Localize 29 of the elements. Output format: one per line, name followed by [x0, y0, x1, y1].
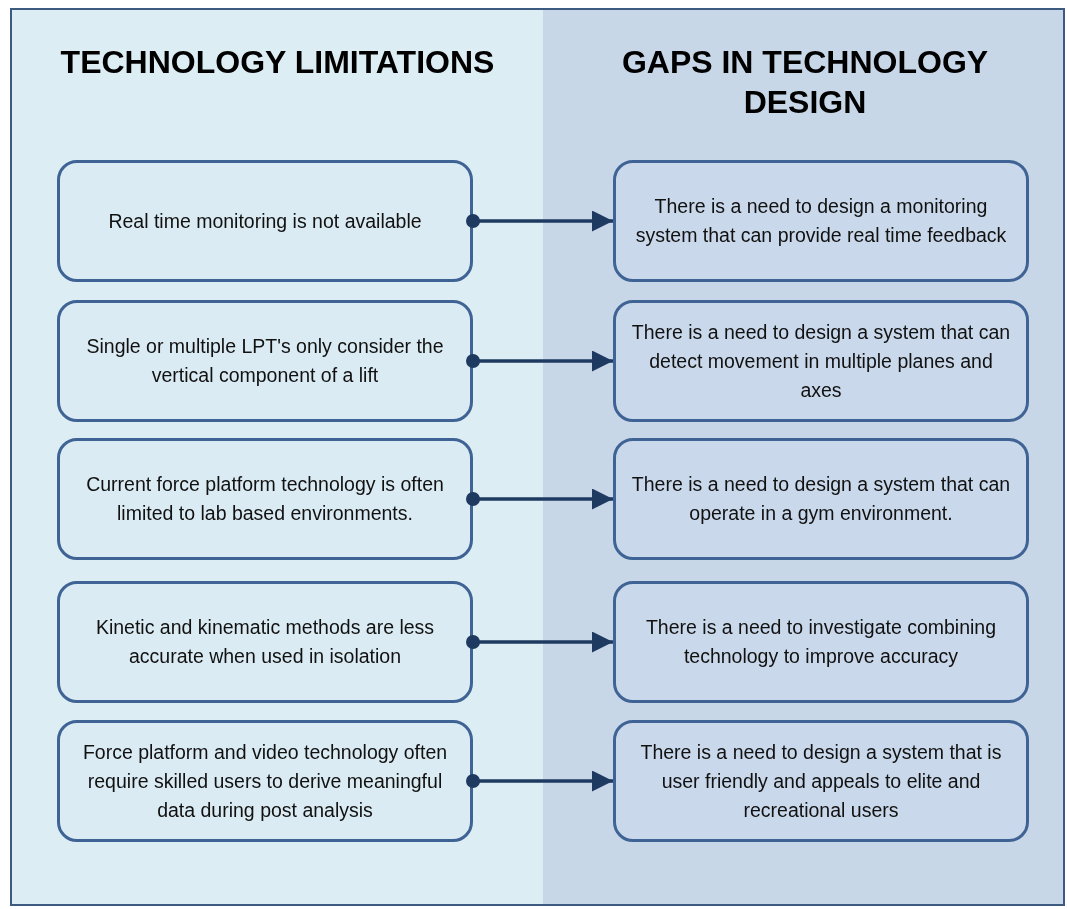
box-text: There is a need to design a system that is user friendly and appeals to elite and recreational users — [639, 739, 1003, 823]
box-text: Real time monitoring is not available — [108, 208, 422, 234]
text-box — [613, 438, 1029, 560]
text-box — [57, 581, 473, 703]
text-box — [57, 438, 473, 560]
box-text: Single or multiple LPT's only consider the vertical component of a lift — [85, 334, 445, 388]
text-box — [57, 160, 473, 282]
text-box — [57, 720, 473, 842]
box-text: There is a need to design a system that can detect movement in multiple planes and axes — [630, 319, 1012, 403]
box-text: Force platform and video technology often require skilled users to derive meaningful data during post analysis — [81, 739, 449, 823]
column-heading: TECHNOLOGY LIMITATIONS — [59, 43, 496, 82]
arrow — [466, 488, 613, 510]
column-panel — [543, 10, 1063, 904]
box-text: There is a need to design a monitoring system that can provide real time feedback — [634, 194, 1008, 248]
text-box — [57, 300, 473, 422]
box-text: There is a need to design a system that can operate in a gym environment. — [630, 472, 1012, 526]
arrow — [466, 210, 613, 232]
column-heading: GAPS IN TECHNOLOGY DESIGN — [620, 43, 990, 122]
arrow — [466, 350, 613, 372]
text-box — [613, 300, 1029, 422]
text-box — [613, 720, 1029, 842]
arrow — [466, 631, 613, 653]
box-text: Current force platform technology is often limited to lab based environments. — [85, 472, 445, 526]
box-text: There is a need to investigate combining technology to improve accuracy — [644, 615, 998, 669]
box-text: Kinetic and kinematic methods are less accurate when used in isolation — [94, 615, 436, 669]
text-box — [613, 581, 1029, 703]
arrow — [466, 770, 613, 792]
column-panel — [12, 10, 543, 904]
text-box — [613, 160, 1029, 282]
